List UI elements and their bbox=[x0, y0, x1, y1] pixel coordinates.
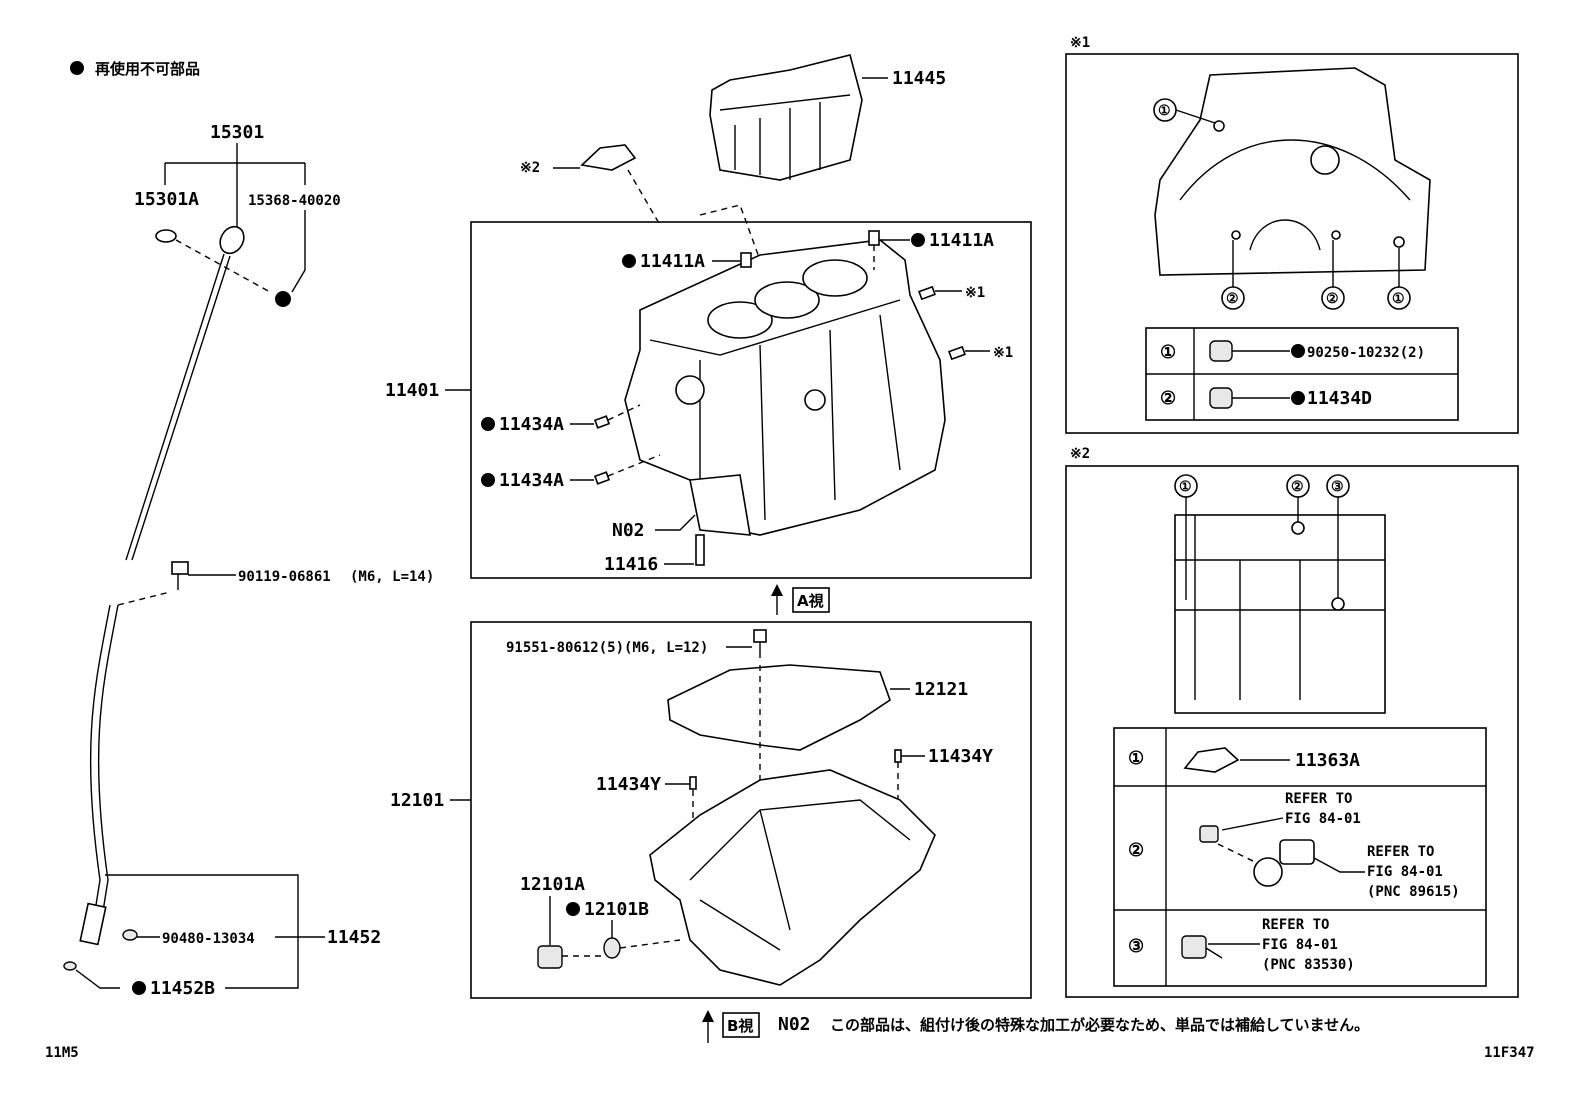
arrow-up-icon-b bbox=[702, 1010, 714, 1022]
detail2-row3-ref2: FIG 84-01 bbox=[1262, 937, 1338, 953]
bolt-90119-icon bbox=[171, 561, 189, 575]
block-bottom-view-icon bbox=[1174, 514, 1386, 714]
label-90119-spec: (M6, L=14) bbox=[350, 569, 434, 585]
label-15368: 15368-40020 bbox=[248, 193, 341, 209]
oil-pan-12101-icon bbox=[649, 769, 936, 986]
label-11416: 11416 bbox=[604, 554, 658, 575]
label-11434Y-left: 11434Y bbox=[596, 774, 661, 795]
o-ring-icon bbox=[155, 229, 177, 243]
drain-plug-icon bbox=[537, 945, 563, 969]
detail2-row2-ref5: (PNC 89615) bbox=[1367, 884, 1460, 900]
legend-dot-icon bbox=[70, 61, 84, 75]
label-15301A: 15301A bbox=[134, 189, 199, 210]
detail2-row3-ref3: (PNC 83530) bbox=[1262, 957, 1355, 973]
label-90119: 90119-06861 bbox=[238, 569, 331, 585]
detail1-callout-1b: ① bbox=[1392, 291, 1405, 307]
seal-15368-icon bbox=[275, 291, 291, 307]
dowel-11434D-icon bbox=[1209, 387, 1233, 409]
view-B-label: B視 bbox=[727, 1017, 753, 1035]
detail1-row1-mark: ① bbox=[1160, 342, 1176, 363]
bearing-cap-bolt-icon bbox=[695, 534, 705, 566]
detail2-row1-part: 11363A bbox=[1295, 750, 1360, 771]
detail2-row1-mark: ① bbox=[1128, 748, 1144, 769]
detail2-row2-ref1: REFER TO bbox=[1285, 791, 1352, 807]
detail2-frame bbox=[1065, 465, 1519, 998]
label-11434A-2: 11434A bbox=[499, 470, 564, 491]
label-12101A: 12101A bbox=[520, 874, 585, 895]
label-91551: 91551-80612(5)(M6, L=12) bbox=[506, 640, 708, 656]
label-11452B: 11452B bbox=[150, 978, 215, 999]
baffle-plate-12121-icon bbox=[667, 664, 891, 751]
knock-sensor-icon bbox=[1253, 857, 1283, 887]
oring-11452B-icon bbox=[63, 961, 77, 971]
note-code: N02 bbox=[778, 1014, 811, 1035]
clip-90480-icon bbox=[122, 929, 138, 941]
leader-15301 bbox=[164, 143, 306, 228]
note-text: この部品は、組付け後の特殊な加工が必要なため、単品では補給していません。 bbox=[830, 1016, 1369, 1034]
footer-left: 11M5 bbox=[45, 1045, 79, 1061]
detail2-callout-2: ② bbox=[1291, 479, 1304, 495]
sensor-83530-icon bbox=[1181, 935, 1207, 959]
detail1-callout-2a: ② bbox=[1226, 291, 1239, 307]
label-12101B: 12101B bbox=[584, 899, 649, 920]
leader-15368 bbox=[291, 210, 306, 293]
label-ref1-b: ※1 bbox=[993, 345, 1013, 361]
detail1-row2-mark: ② bbox=[1160, 388, 1176, 409]
detail2-row3-ref1: REFER TO bbox=[1262, 917, 1329, 933]
arrow-up-icon bbox=[771, 584, 783, 596]
bearing-cap-N02-icon bbox=[689, 474, 751, 536]
label-11445: 11445 bbox=[892, 68, 946, 89]
label-ref1-a: ※1 bbox=[965, 285, 985, 301]
label-ref2: ※2 bbox=[520, 160, 540, 176]
label-11434A-1: 11434A bbox=[499, 414, 564, 435]
detail2-row2-mark: ② bbox=[1128, 840, 1144, 861]
detail1-row1-part: 90250-10232(2) bbox=[1307, 345, 1425, 361]
detail1-callout-1: ① bbox=[1158, 103, 1171, 119]
bracket-11363A-icon bbox=[1183, 747, 1240, 773]
view-A-label: A視 bbox=[797, 592, 824, 610]
pan-bolt-icon bbox=[753, 629, 767, 643]
block-rear-view-icon bbox=[1154, 67, 1431, 276]
footer-right: 11F347 bbox=[1484, 1045, 1535, 1061]
dipstick-handle-icon bbox=[219, 225, 245, 255]
detail1-frame bbox=[1065, 53, 1519, 434]
detail1-title: ※1 bbox=[1070, 35, 1090, 51]
label-11411A-left: 11411A bbox=[640, 251, 705, 272]
leader-11452 bbox=[105, 874, 325, 989]
dowel-90250-icon bbox=[1209, 340, 1233, 362]
dipstick-guide-tube bbox=[89, 604, 111, 931]
detail2-row2-ref4: FIG 84-01 bbox=[1367, 864, 1443, 880]
detail2-title: ※2 bbox=[1070, 446, 1090, 462]
label-N02: N02 bbox=[612, 520, 645, 541]
bracket-icon bbox=[580, 144, 637, 171]
heat-insulator-11445-icon bbox=[709, 54, 863, 181]
dowel-pin-icon bbox=[740, 252, 752, 268]
pan-frame bbox=[470, 621, 1032, 999]
dipstick-rod bbox=[125, 253, 231, 561]
detail1-callout-2b: ② bbox=[1326, 291, 1339, 307]
label-11452: 11452 bbox=[327, 927, 381, 948]
label-90480: 90480-13034 bbox=[162, 931, 255, 947]
label-11434Y-right: 11434Y bbox=[928, 746, 993, 767]
label-15301: 15301 bbox=[210, 122, 264, 143]
detail2-row2-ref2: FIG 84-01 bbox=[1285, 811, 1361, 827]
knock-bolt-icon bbox=[1199, 825, 1219, 843]
label-12121: 12121 bbox=[914, 679, 968, 700]
cylinder-block-icon bbox=[624, 239, 946, 536]
legend-text: 再使用不可部品 bbox=[95, 60, 200, 78]
detail2-row2-ref3: REFER TO bbox=[1367, 844, 1434, 860]
label-12101: 12101 bbox=[390, 790, 444, 811]
label-11401: 11401 bbox=[385, 380, 439, 401]
detail2-callout-1: ① bbox=[1179, 479, 1192, 495]
gasket-12101B-icon bbox=[603, 937, 621, 959]
detail1-row2-part: 11434D bbox=[1307, 388, 1372, 409]
label-11411A-right: 11411A bbox=[929, 230, 994, 251]
detail2-row3-mark: ③ bbox=[1128, 936, 1144, 957]
detail2-callout-3: ③ bbox=[1331, 479, 1344, 495]
detail2-table bbox=[1113, 727, 1487, 987]
block-frame bbox=[470, 221, 1032, 579]
